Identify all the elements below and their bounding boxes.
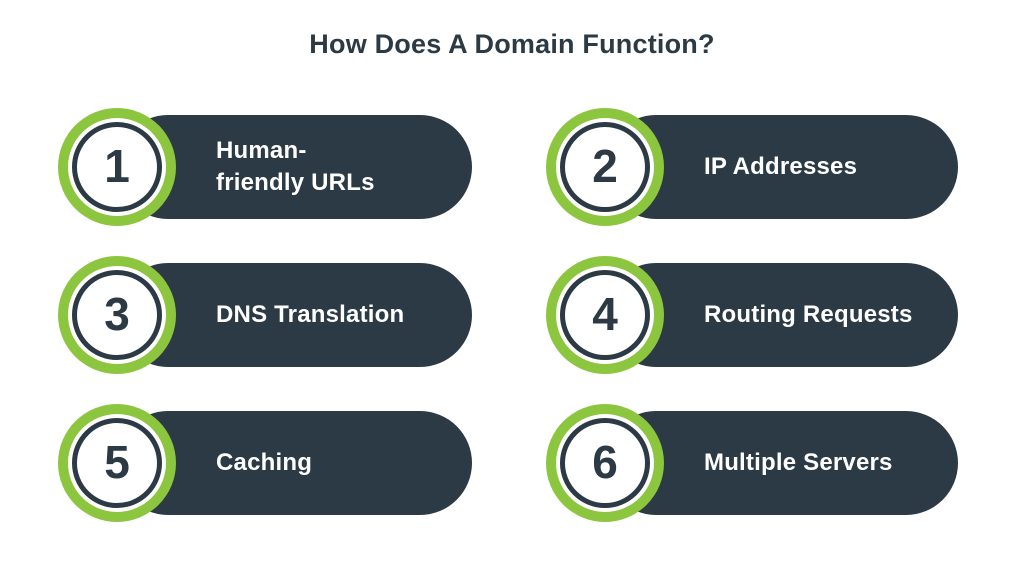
item-label: Multiple Servers (704, 448, 893, 476)
item-number: 5 (104, 436, 130, 488)
item-dns-translation: 3 DNS Translation (58, 256, 472, 374)
item-routing-requests: 4 Routing Requests (546, 256, 958, 374)
item-number: 3 (104, 288, 130, 340)
item-number: 6 (592, 436, 618, 488)
number-badge-inner: 1 (72, 122, 162, 212)
number-badge: 3 (58, 256, 176, 374)
number-badge: 1 (58, 108, 176, 226)
page-title: How Does A Domain Function? (309, 29, 715, 59)
item-ip-addresses: 2 IP Addresses (546, 108, 958, 226)
number-badge-inner: 2 (560, 122, 650, 212)
item-number: 2 (592, 140, 618, 192)
number-badge-inner: 4 (560, 270, 650, 360)
number-badge: 4 (546, 256, 664, 374)
item-label: Routing Requests (704, 300, 913, 328)
number-badge-inner: 3 (72, 270, 162, 360)
item-multiple-servers: 6 Multiple Servers (546, 404, 958, 522)
number-badge-inner: 5 (72, 418, 162, 508)
item-human-friendly-urls: 1 Human- friendly URLs (58, 108, 472, 226)
number-badge: 2 (546, 108, 664, 226)
item-number: 4 (592, 288, 618, 340)
item-label: Caching (216, 448, 313, 476)
item-label: Human- friendly URLs (216, 136, 375, 196)
item-caching: 5 Caching (58, 404, 472, 522)
number-badge: 6 (546, 404, 664, 522)
item-label: DNS Translation (216, 300, 405, 328)
item-number: 1 (104, 140, 130, 192)
item-label: IP Addresses (704, 152, 858, 180)
number-badge: 5 (58, 404, 176, 522)
number-badge-inner: 6 (560, 418, 650, 508)
items-grid: 1 Human- friendly URLs 2 IP Addresses 3 … (58, 108, 958, 522)
